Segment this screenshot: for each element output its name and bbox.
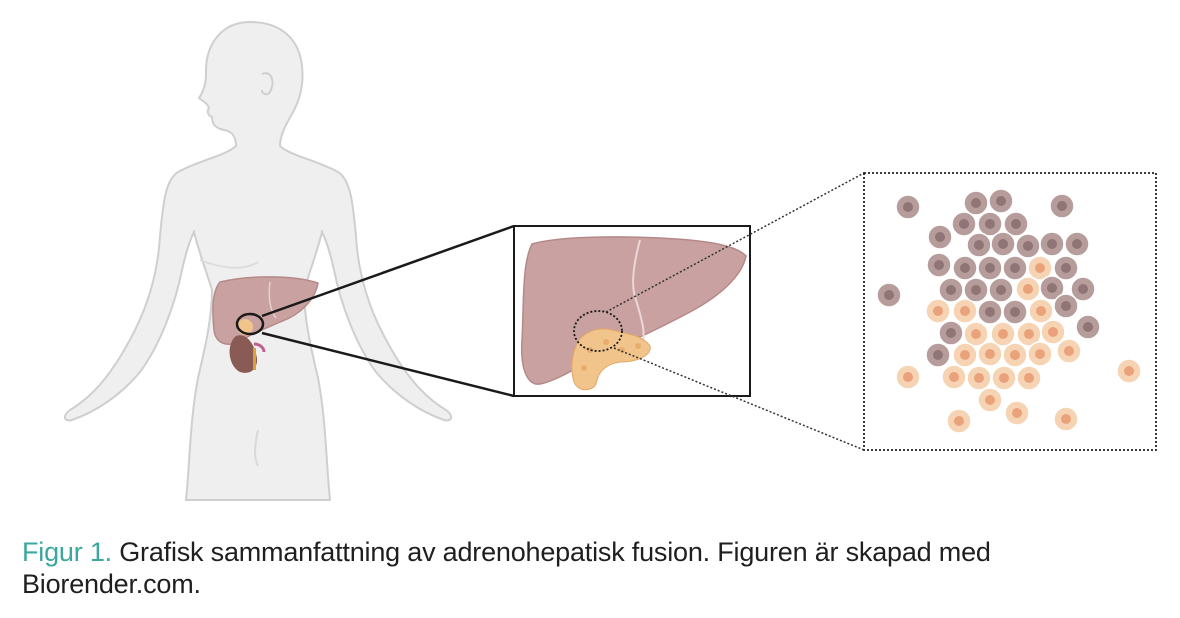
cell [988, 188, 1014, 214]
cell [951, 211, 977, 237]
cell [952, 255, 978, 281]
cell [1002, 299, 1028, 325]
cell [1016, 321, 1042, 347]
cell [977, 255, 1003, 281]
cell-cluster-icon [876, 188, 1142, 434]
cell [938, 277, 964, 303]
cell [988, 277, 1014, 303]
cell [963, 277, 989, 303]
cell [895, 194, 921, 220]
human-body-icon [64, 20, 452, 501]
cell [946, 408, 972, 434]
cell [977, 299, 1003, 325]
cell [1070, 276, 1096, 302]
cell [1016, 365, 1042, 391]
cell [1015, 233, 1041, 259]
cell [1028, 298, 1054, 324]
cell [1053, 293, 1079, 319]
cell [977, 341, 1003, 367]
cell [1053, 255, 1079, 281]
cell [1015, 276, 1041, 302]
cell [990, 321, 1016, 347]
cell [952, 342, 978, 368]
cell [1039, 275, 1065, 301]
cell [1064, 231, 1090, 257]
cell [1116, 358, 1142, 384]
cell [1002, 255, 1028, 281]
caption-text: Grafisk sammanfattning av adrenohepatisk… [22, 537, 991, 599]
cell [941, 364, 967, 390]
cell-connector-bottom [613, 347, 865, 451]
cell [1027, 255, 1053, 281]
cell [938, 320, 964, 346]
figure-label: Figur 1. [22, 537, 112, 567]
zoom-connector-bottom [261, 331, 515, 398]
cell [991, 365, 1017, 391]
adrenohepatic-fusion-figure [64, 20, 1157, 501]
cell-connector-top [605, 172, 865, 313]
cell [1004, 400, 1030, 426]
cell [966, 232, 992, 258]
cell [895, 364, 921, 390]
cell [1053, 406, 1079, 432]
cell [1027, 341, 1053, 367]
cell [925, 298, 951, 324]
cell [963, 190, 989, 216]
cell [952, 298, 978, 324]
cell [1040, 319, 1066, 345]
cell [977, 387, 1003, 413]
cell [1056, 338, 1082, 364]
cell [925, 342, 951, 368]
cell [926, 252, 952, 278]
cell [1075, 314, 1101, 340]
cell [1049, 193, 1075, 219]
zoom-origin-circle [235, 312, 265, 336]
cell [966, 365, 992, 391]
kidney-icon [229, 335, 266, 373]
cell [977, 211, 1003, 237]
cell [1039, 231, 1065, 257]
cell [1003, 211, 1029, 237]
zoom-connector-top [261, 224, 515, 318]
cell [1002, 342, 1028, 368]
cell [927, 224, 953, 250]
cell [876, 282, 902, 308]
cell [990, 231, 1016, 257]
zoom-detail-circle [573, 310, 623, 352]
figure-caption: Figur 1. Grafisk sammanfattning av adren… [22, 536, 1162, 600]
cell [963, 321, 989, 347]
